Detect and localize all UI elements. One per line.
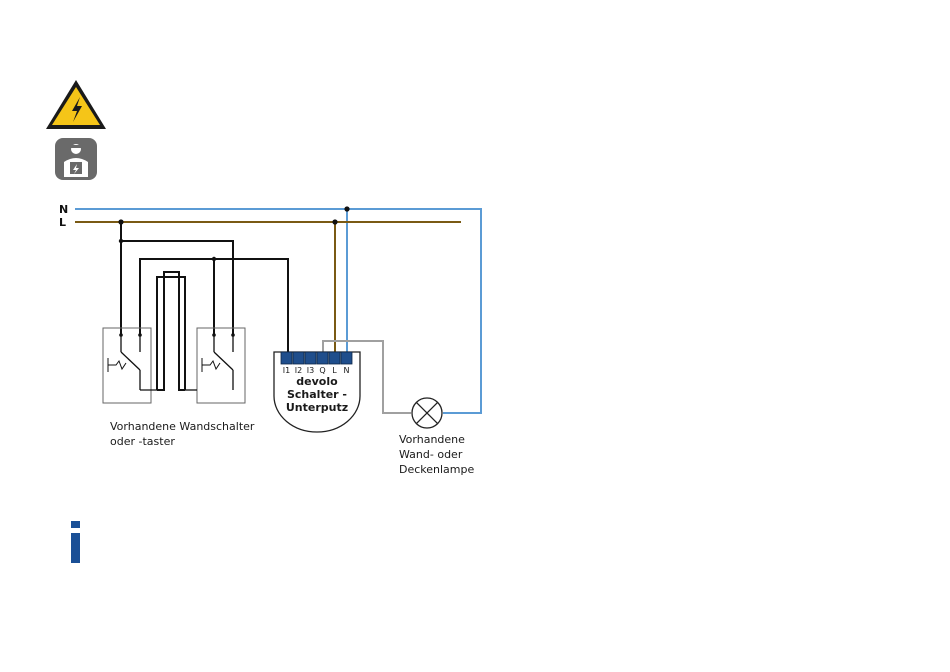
lamp-label-line1: Vorhandene: [399, 433, 465, 446]
info-icon: [71, 521, 80, 563]
terminal-label: N: [344, 366, 350, 375]
electrician-required-icon: [55, 138, 97, 180]
module-name-line2: Schalter -: [287, 388, 347, 401]
lamp-label-line3: Deckenlampe: [399, 463, 474, 476]
wall-switch-1: [103, 328, 157, 403]
terminal-label: Q: [319, 366, 325, 375]
terminal-label: I3: [307, 366, 314, 375]
module-name-line1: devolo: [296, 375, 338, 388]
switches-label-line1: Vorhandene Wandschalter: [110, 420, 255, 433]
terminal-label: I1: [283, 366, 290, 375]
module-name-line3: Unterputz: [286, 401, 348, 414]
terminal-label: I2: [295, 366, 302, 375]
devolo-module: I1 I2 I3 Q L N devolo Schalter - Unterpu…: [274, 352, 360, 432]
terminal-label: L: [332, 366, 337, 375]
high-voltage-warning-icon: [46, 80, 106, 129]
switches-label-line2: oder -taster: [110, 435, 175, 448]
neutral-label: N: [59, 203, 68, 216]
live-label: L: [59, 216, 66, 229]
lamp-label-line2: Wand- oder: [399, 448, 463, 461]
wall-switch-2: [185, 328, 245, 403]
lamp-icon: [412, 398, 442, 428]
